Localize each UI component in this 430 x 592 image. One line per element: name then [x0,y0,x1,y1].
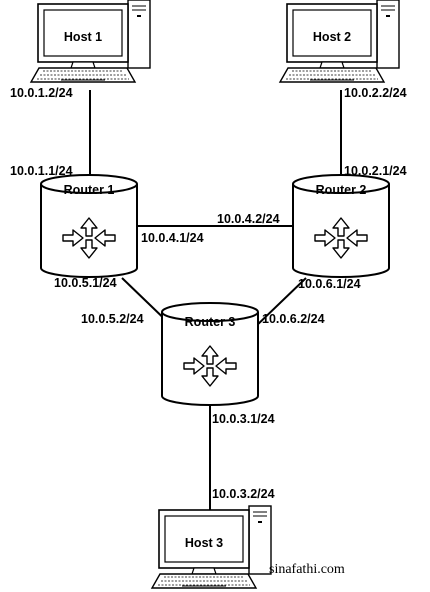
host-2-ip: 10.0.2.2/24 [344,86,407,100]
router-2[interactable]: Router 2 [292,174,390,278]
router-3[interactable]: Router 3 [161,302,259,406]
router-1-label: Router 1 [64,183,115,197]
router-1-ip-host-side: 10.0.1.1/24 [10,164,73,178]
host-1-ip: 10.0.1.2/24 [10,86,73,100]
router-1[interactable]: Router 1 [40,174,138,278]
host-2[interactable]: Host 2 [279,0,400,83]
host-3-label: Host 3 [185,536,223,550]
router-1-ip-r2-side: 10.0.4.1/24 [141,231,204,245]
router-3-ip-r2-side: 10.0.6.2/24 [262,312,325,326]
router-2-ip-r3-side: 10.0.6.1/24 [298,277,361,291]
router-2-ip-host-side: 10.0.2.1/24 [344,164,407,178]
router-3-ip-r1-side: 10.0.5.2/24 [81,312,144,326]
links [89,90,342,520]
host-2-label: Host 2 [313,30,351,44]
router-2-label: Router 2 [316,183,367,197]
host-3[interactable]: Host 3 [151,505,272,589]
host-1[interactable]: Host 1 [30,0,151,83]
router-1-ip-r3-side: 10.0.5.1/24 [54,276,117,290]
router-3-ip-host-side: 10.0.3.1/24 [212,412,275,426]
host-3-ip: 10.0.3.2/24 [212,487,275,501]
host-1-label: Host 1 [64,30,102,44]
credit-text: sinafathi.com [269,562,345,577]
router-3-label: Router 3 [185,315,236,329]
link-router2-router3 [252,277,307,330]
router-2-ip-r1-side: 10.0.4.2/24 [217,212,280,226]
